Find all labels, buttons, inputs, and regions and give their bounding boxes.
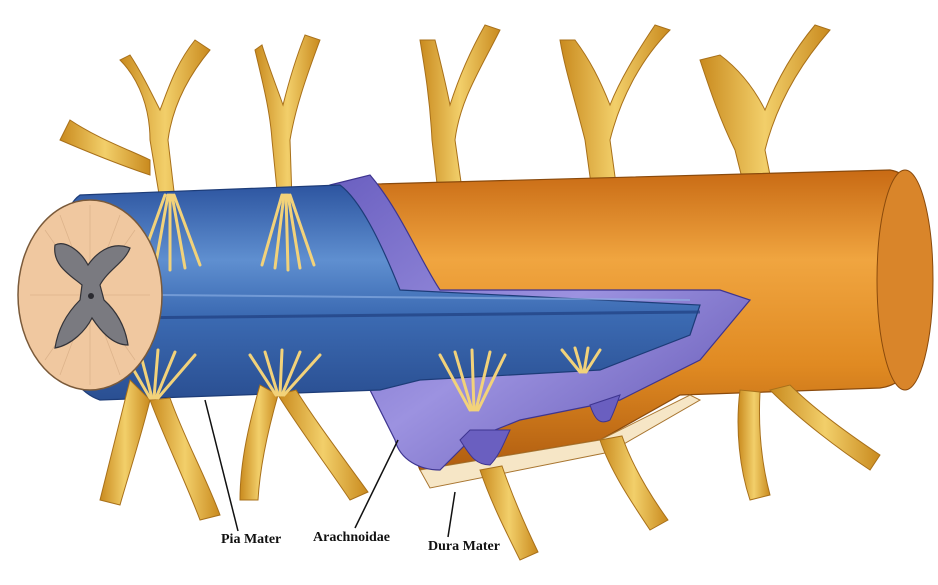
spinal-cord-cross-section — [18, 200, 162, 390]
dura-mater-label: Dura Mater — [428, 539, 500, 555]
pia-mater-label: Pia Mater — [221, 532, 281, 548]
dura-mater-leader — [448, 492, 455, 537]
arachnoidae-label: Arachnoidae — [313, 530, 390, 546]
